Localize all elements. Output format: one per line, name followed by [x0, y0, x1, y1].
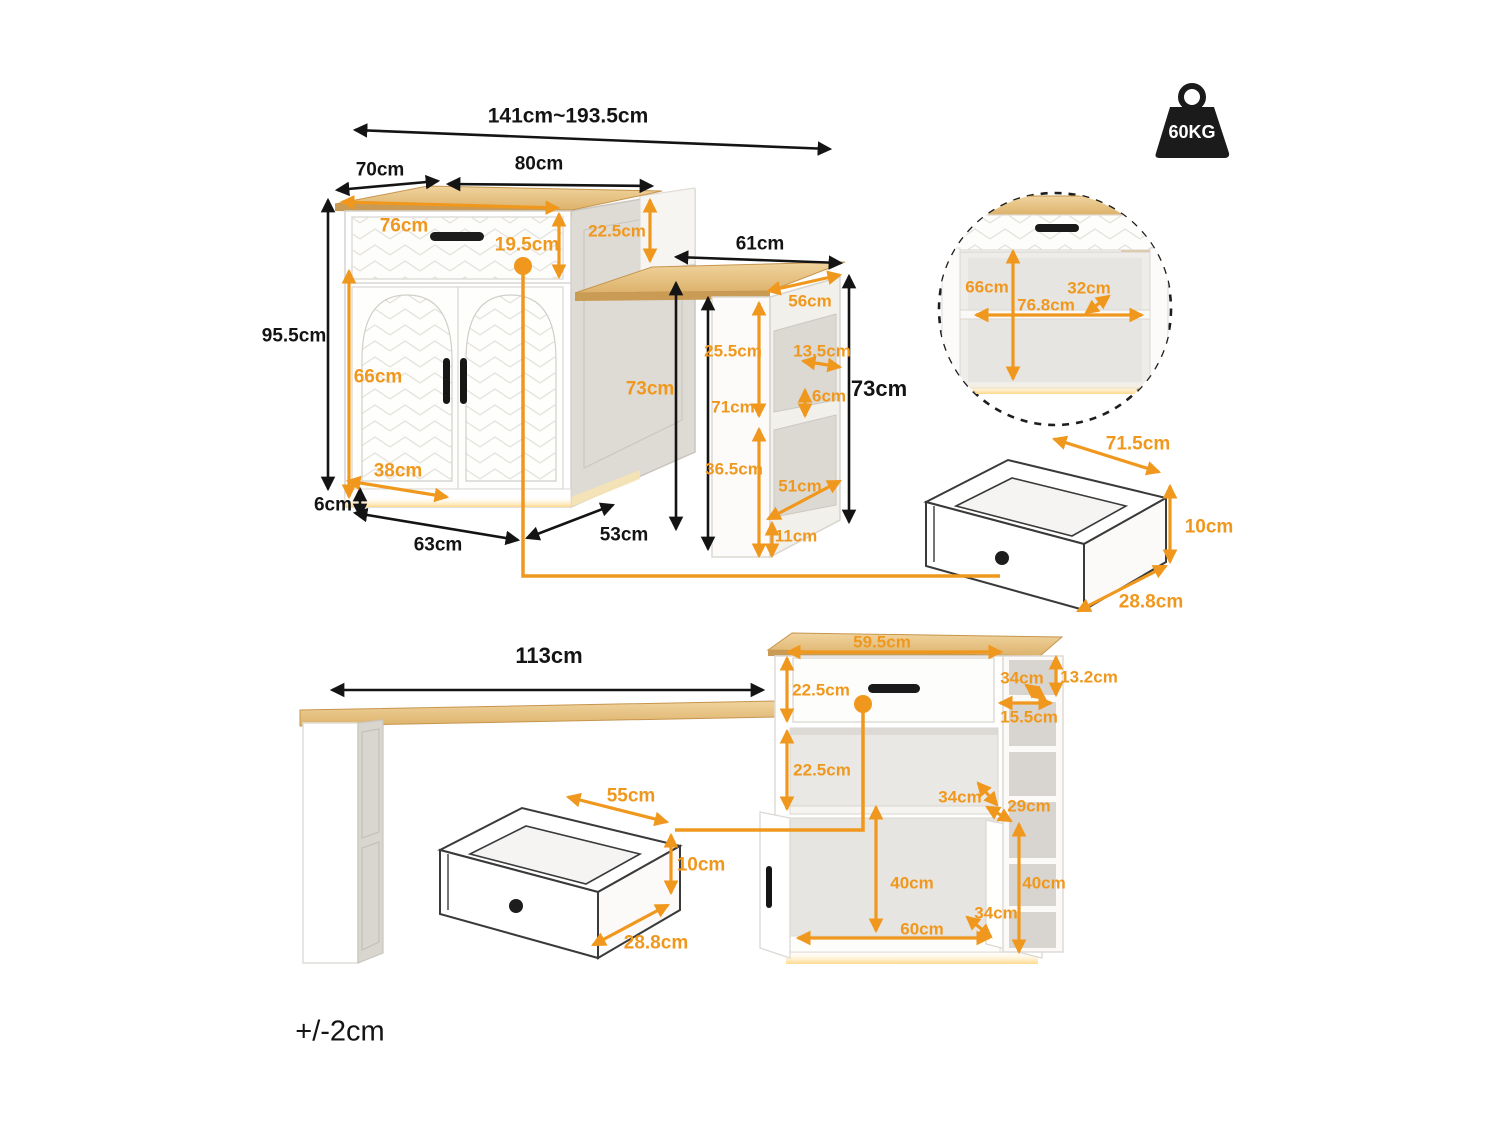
- dim-drawer-top-width: 71.5cm: [1105, 433, 1171, 455]
- leader-dot-bottom: [854, 695, 872, 713]
- dim-bottom-drawer-depth: 28.8cm: [623, 932, 689, 954]
- dim-cab-lower-height: 40cm: [890, 873, 934, 893]
- dim-niche-diag: 51cm: [778, 476, 822, 496]
- dim-inset-width: 76.8cm: [1017, 295, 1075, 315]
- dim-cab-side-height: 40cm: [1022, 873, 1066, 893]
- dim-table-height: 73cm: [850, 376, 908, 401]
- dim-overall-width: 141cm~193.5cm: [487, 104, 649, 128]
- led-strip-bottom: [786, 950, 1038, 964]
- weight-icon: [1155, 83, 1230, 158]
- weight-badge-label: 60KG: [1168, 122, 1216, 142]
- drawer-detail-top: [925, 459, 1167, 611]
- dim-cab-door-width: 34cm: [974, 903, 1018, 923]
- dim-inset-depth: 32cm: [1067, 278, 1111, 298]
- tolerance-note: +/-2cm: [295, 1015, 385, 1048]
- dim-cab-drawer-height: 22.5cm: [792, 680, 850, 700]
- leader-lines: [521, 274, 1000, 832]
- dim-bottom-table-length: 113cm: [515, 643, 583, 668]
- open-door-left: [759, 811, 791, 959]
- dim-kick-height: 11cm: [774, 526, 818, 546]
- dim-cab-cubby-depth: 34cm: [1000, 668, 1044, 688]
- dimension-arrows-orange: [339, 194, 1178, 955]
- dim-back-height: 22.5cm: [588, 221, 646, 241]
- dim-bottom-depth: 53cm: [599, 524, 649, 546]
- dim-bottom-width: 63cm: [413, 534, 463, 556]
- dim-cab-lower-width: 60cm: [900, 919, 944, 939]
- dim-base-height: 6cm: [313, 494, 353, 516]
- dim-drawer-width: 76cm: [379, 215, 429, 237]
- dim-top-width: 80cm: [514, 153, 564, 175]
- bottom-table: [299, 700, 779, 964]
- cabinet-doors: [351, 286, 564, 490]
- dim-total-height: 95.5cm: [261, 325, 327, 347]
- dim-side-height: 73cm: [625, 378, 675, 400]
- door-handle-right: [460, 358, 467, 404]
- drawer-handle: [430, 232, 484, 241]
- dim-support-bottom: 36.5cm: [705, 459, 763, 479]
- dim-table-depth: 56cm: [788, 291, 832, 311]
- dim-niche-gap: 6cm: [811, 386, 847, 406]
- dim-support-full: 71cm: [711, 397, 755, 417]
- dim-drawer-top-height: 10cm: [1184, 516, 1234, 538]
- dim-drawer-height: 19.5cm: [494, 234, 560, 256]
- dim-bottom-drawer-width: 55cm: [606, 785, 656, 807]
- dim-cab-shelf-depth: 34cm: [938, 787, 982, 807]
- dim-bottom-drawer-height: 10cm: [676, 854, 726, 876]
- dim-door-width: 38cm: [373, 460, 423, 482]
- dim-niche-width: 13.5cm: [793, 341, 851, 361]
- dim-drawer-top-depth: 28.8cm: [1118, 591, 1184, 613]
- dim-cab-cubby-height: 13.2cm: [1060, 667, 1118, 687]
- dim-top-depth: 70cm: [355, 159, 405, 181]
- dim-inset-height: 66cm: [965, 277, 1009, 297]
- dim-cab-cubby-width: 15.5cm: [1000, 707, 1058, 727]
- dim-cab-top-width: 59.5cm: [853, 632, 911, 652]
- dimension-arrows-black: [320, 123, 857, 698]
- bottom-cabinet: [759, 632, 1064, 964]
- led-strip: [345, 496, 571, 507]
- bottom-drawer-handle: [868, 684, 920, 693]
- dim-cab-shelf-width: 29cm: [1007, 796, 1051, 816]
- dim-cab-shelf-height: 22.5cm: [793, 760, 851, 780]
- door-handle-left: [443, 358, 450, 404]
- dim-table-length: 61cm: [735, 233, 785, 255]
- dim-support-top: 25.5cm: [704, 341, 762, 361]
- leader-dot-top: [514, 257, 532, 275]
- dim-door-height: 66cm: [353, 366, 403, 388]
